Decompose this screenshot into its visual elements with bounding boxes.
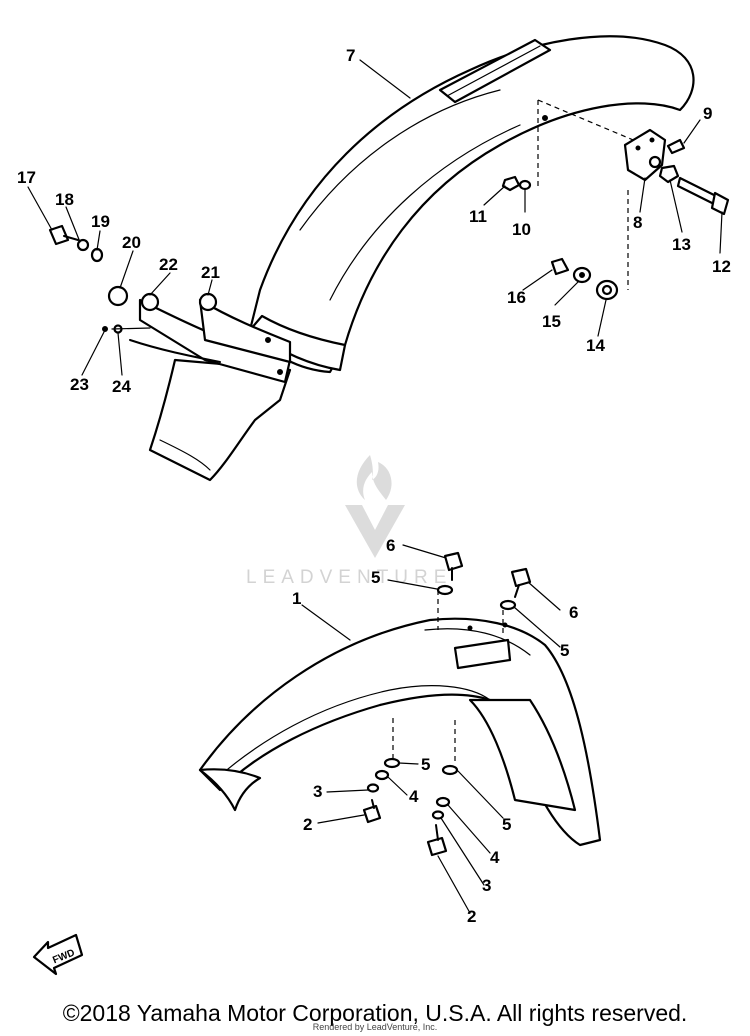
front-fender [198,590,602,847]
callout-20: 20 [122,233,141,252]
callout-24: 24 [112,377,131,396]
callout-6a: 6 [386,536,395,555]
callout-19: 19 [91,212,110,231]
watermark-text: LEADVENTURE [246,567,452,588]
callout-9: 9 [703,104,712,123]
front-hardware [362,551,532,857]
callout-21: 21 [201,263,220,282]
callout-7: 7 [346,46,355,65]
callout-22: 22 [159,255,178,274]
callout-23: 23 [70,375,89,394]
callout-4b: 4 [490,848,500,867]
callout-13: 13 [672,235,691,254]
callout-5a: 5 [371,568,380,587]
callout-11: 11 [469,207,487,226]
callout-16: 16 [507,288,526,307]
copyright-text: ©2018 Yamaha Motor Corporation, U.S.A. A… [62,1000,688,1026]
callout-2b: 2 [467,907,476,926]
callout-4a: 4 [409,787,419,806]
fwd-arrow-icon: FWD [32,933,84,976]
callout-3a: 3 [313,782,322,801]
watermark-logo: LEADVENTURE [246,455,452,588]
callout-10: 10 [512,220,531,239]
callout-8: 8 [633,213,642,232]
callouts: 7 9 8 10 11 13 12 16 15 14 17 18 19 20 2… [17,46,731,926]
leader-lines [27,59,723,914]
callout-18: 18 [55,190,74,209]
callout-6b: 6 [569,603,578,622]
callout-3b: 3 [482,876,491,895]
callout-5c: 5 [421,755,430,774]
callout-17: 17 [17,168,36,187]
rear-hardware [48,128,730,334]
callout-5b: 5 [560,641,569,660]
callout-15: 15 [542,312,561,331]
callout-1: 1 [292,589,301,608]
rear-fender [248,35,695,374]
rendered-by-text: Rendered by LeadVenture, Inc. [312,1022,438,1032]
callout-2a: 2 [303,815,312,834]
callout-12: 12 [712,257,731,276]
callout-14: 14 [586,336,605,355]
callout-5d: 5 [502,815,511,834]
mud-flap-assembly [129,292,292,482]
